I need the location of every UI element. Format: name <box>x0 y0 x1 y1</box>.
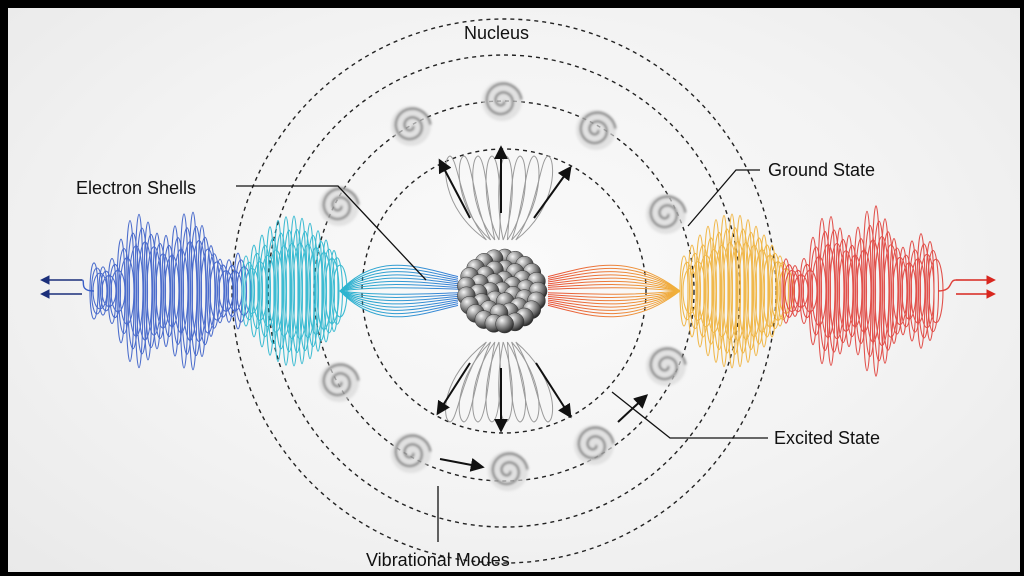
electron-shells-label: Electron Shells <box>76 178 197 198</box>
excited-state-label: Excited State <box>774 428 881 448</box>
vibrational-swirl-icon <box>646 194 687 234</box>
leader-lines <box>236 169 768 542</box>
swirl-icons <box>319 81 687 491</box>
right-tail <box>937 279 957 292</box>
diagram-svg <box>40 18 996 564</box>
arrow-down-right <box>535 362 572 419</box>
left-wave-packet-blue <box>89 211 252 371</box>
nucleus-cluster-icon <box>457 248 548 334</box>
wave-packets <box>81 205 957 377</box>
radial-arrows <box>436 145 649 472</box>
vibrational-swirl-icon <box>574 425 615 465</box>
vibrational-swirl-icon <box>482 81 523 121</box>
arrow-swirl-to-swirl <box>439 458 485 472</box>
vibrational-modes-label: Vibrational Modes <box>366 550 510 570</box>
vibrational-swirl-icon <box>576 110 617 150</box>
arrow-down-left <box>436 362 471 416</box>
vibrational-swirl-icon <box>646 346 687 386</box>
vibrational-swirl-icon <box>319 362 360 402</box>
electron-shells-leader <box>236 185 427 281</box>
left-fan <box>339 264 459 318</box>
left-wave-packet-cyan <box>241 215 348 367</box>
vibrational-swirl-icon <box>391 106 432 146</box>
arrow-excited-up <box>617 394 649 423</box>
right-fan <box>547 264 681 318</box>
vibrational-swirl-icon <box>319 186 360 226</box>
ground-state-leader <box>687 169 760 227</box>
arrow-up-right <box>533 165 572 219</box>
arrow-up-left <box>438 158 471 219</box>
diagram-canvas: Nucleus Electron Shells Ground State Exc… <box>8 8 1020 572</box>
vibrational-swirl-icon <box>488 451 529 491</box>
nucleus-label: Nucleus <box>464 23 530 43</box>
vibration-petals <box>445 155 554 423</box>
vibrational-swirl-icon <box>391 433 432 473</box>
beam-arrows <box>40 275 996 299</box>
right-wave-packet-orange <box>679 213 794 369</box>
right-wave-packet-red <box>781 205 944 377</box>
left-tail <box>81 279 95 292</box>
ground-state-label: Ground State <box>768 160 876 180</box>
excited-state-leader <box>611 391 768 439</box>
